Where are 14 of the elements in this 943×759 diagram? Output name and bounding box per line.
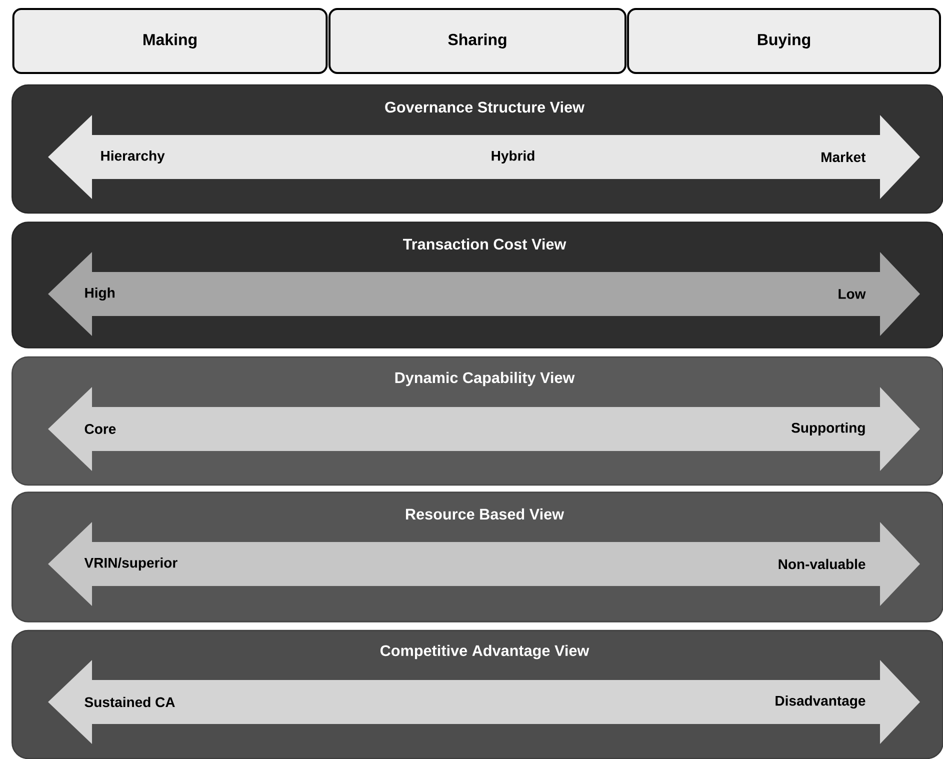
arrow-label: Hierarchy <box>101 150 165 164</box>
arrow-label: Market <box>822 152 866 162</box>
arrow-label: Core <box>84 424 116 434</box>
column-header: Making <box>12 8 328 74</box>
arrow-label: Non-valuable <box>778 558 866 570</box>
arrow-label: VRIN/superior <box>84 557 178 571</box>
column-header: Buying <box>627 8 941 74</box>
arrow-label: High <box>85 287 114 301</box>
arrow-label: Disadvantage <box>776 695 866 709</box>
arrow-label: Supporting <box>791 422 865 436</box>
arrow-label: Sustained CA <box>84 696 175 708</box>
arrow-label: Hybrid <box>492 150 534 164</box>
arrow-label: Low <box>838 289 866 299</box>
column-header: Sharing <box>328 8 626 74</box>
